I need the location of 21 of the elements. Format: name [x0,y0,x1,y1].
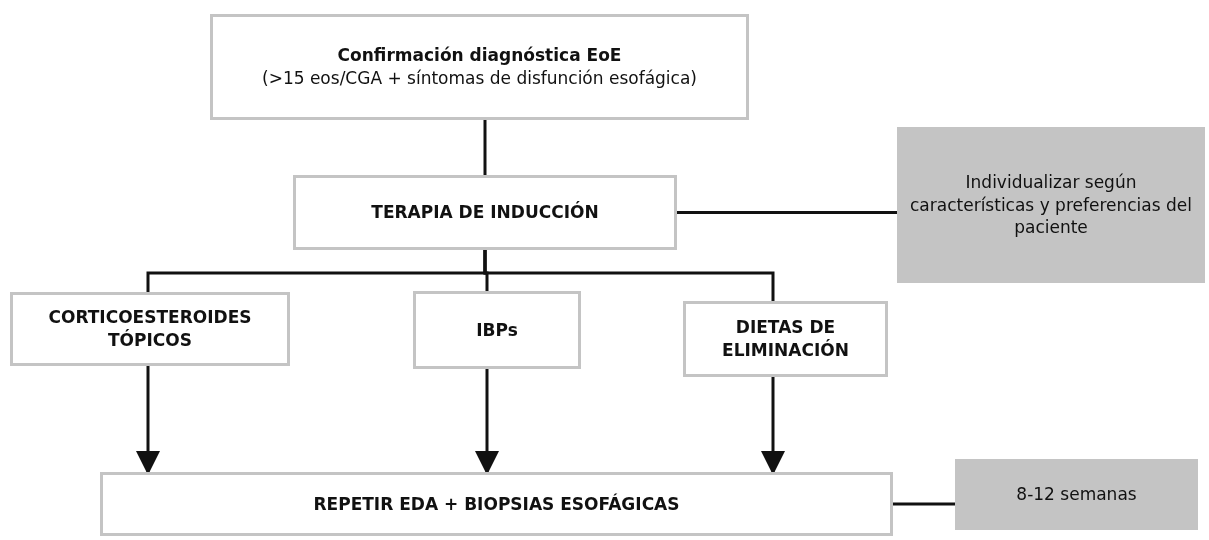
connector-line [677,211,897,214]
box-text: DIETAS DE ELIMINACIÓN [721,316,850,362]
box-text: REPETIR EDA + BIOPSIAS ESOFÁGICAS [313,492,680,516]
treatment-box [683,301,888,377]
box-text: 8-12 semanas [1016,483,1137,506]
box-heading: Confirmación diagnóstica EoE [337,44,622,67]
box-text: TERAPIA DE INDUCCIÓN [371,201,599,224]
box-text: CORTICOESTEROIDES TÓPICOS [47,306,253,352]
interval-box [955,459,1198,530]
box-text: (>15 eos/CGA + síntomas de disfunción esofágica) [262,67,697,90]
note-box [897,127,1205,283]
connector-line [893,502,955,506]
box-text: Individualizar según características y preferencias del paciente [909,170,1193,240]
connector-line [483,120,487,175]
box-text: IBPs [476,318,518,342]
followup-box [100,472,893,536]
therapy-box [293,175,677,250]
treatment-box [413,291,581,369]
treatment-box [10,292,290,366]
diagnosis-box [210,14,749,120]
connector-line [483,250,775,301]
